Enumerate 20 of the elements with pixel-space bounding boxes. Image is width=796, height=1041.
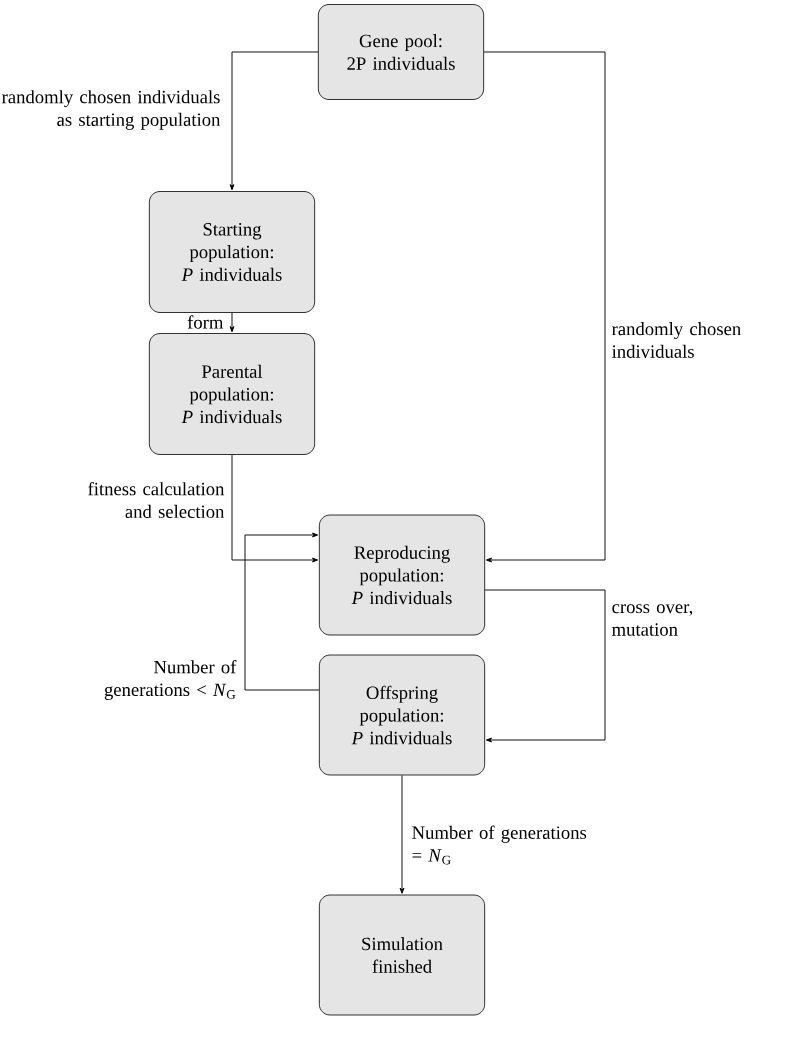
arrow bbox=[399, 774, 405, 894]
edge-label: form bbox=[187, 315, 224, 329]
arrow bbox=[244, 532, 320, 691]
process-box: Simulation finished bbox=[318, 894, 486, 1016]
arrow bbox=[231, 454, 319, 563]
edge-label: fitness calculation and selection bbox=[88, 482, 225, 518]
process-box: Reproducing population: P individuals bbox=[318, 514, 486, 636]
edge-label: randomly chosen individuals as starting population bbox=[2, 90, 221, 130]
process-box: Starting population: P individuals bbox=[148, 191, 316, 313]
arrow bbox=[484, 589, 606, 743]
edge-label: randomly chosen individuals bbox=[612, 322, 741, 358]
edge-label: Number of generations = N$_{G}$ bbox=[412, 825, 587, 865]
edge-label: Number of generations < N$_{G}$ bbox=[104, 660, 237, 700]
arrow bbox=[229, 51, 319, 191]
arrow bbox=[483, 51, 606, 563]
arrow bbox=[229, 312, 235, 333]
process-box: Parental population: P individuals bbox=[148, 333, 316, 455]
edge-label: cross over, mutation bbox=[612, 604, 693, 636]
process-box: Offspring population: P individuals bbox=[318, 654, 486, 776]
process-box: Gene pool: 2P individuals bbox=[317, 4, 485, 100]
